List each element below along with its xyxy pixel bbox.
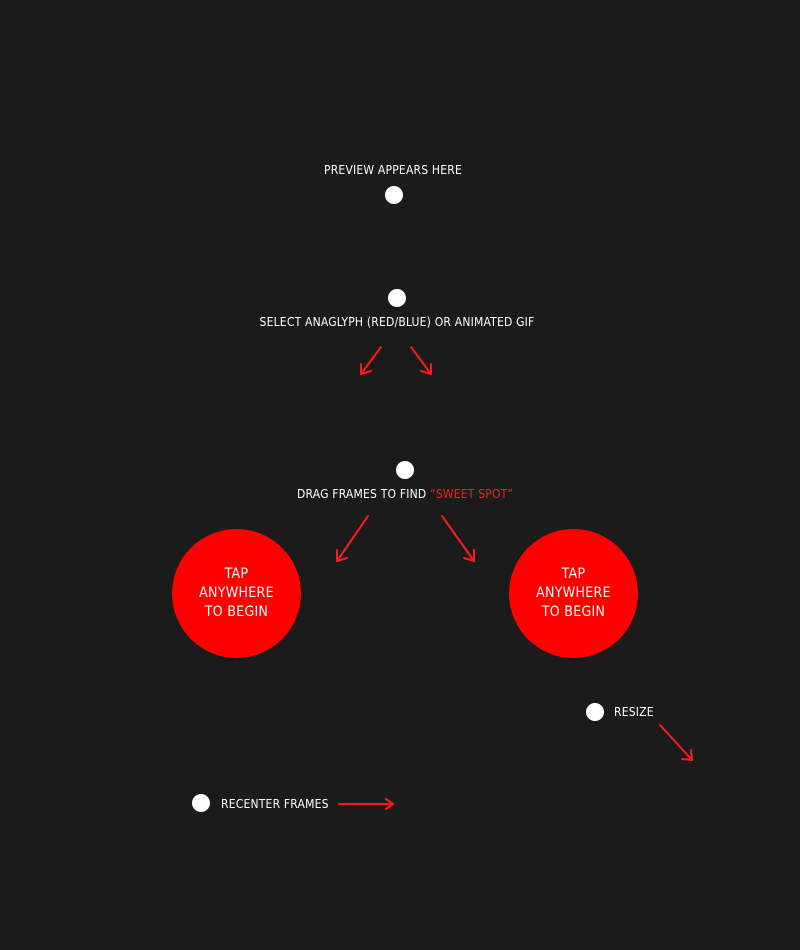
arrow-down-right-icon — [410, 346, 432, 375]
tap-line: TO BEGIN — [541, 604, 606, 620]
drag-frames-label: DRAG FRAMES TO FIND “SWEET SPOT” — [0, 487, 800, 501]
resize-indicator-dot — [586, 703, 604, 721]
arrow-down-left-icon — [336, 515, 369, 562]
right-frame-tap-target[interactable]: TAP ANYWHERE TO BEGIN — [509, 529, 638, 658]
arrow-down-right-icon — [441, 515, 475, 562]
preview-label: PREVIEW APPEARS HERE — [324, 163, 462, 177]
left-frame-tap-text: TAP ANYWHERE TO BEGIN — [199, 565, 274, 622]
drag-frames-indicator-dot — [396, 461, 414, 479]
arrow-right-icon — [338, 798, 394, 810]
tap-line: TAP — [224, 566, 249, 582]
tap-line: TAP — [561, 566, 586, 582]
left-frame-tap-target[interactable]: TAP ANYWHERE TO BEGIN — [172, 529, 301, 658]
arrow-down-left-icon — [360, 346, 382, 375]
mode-select-indicator-dot — [388, 289, 406, 307]
preview-indicator-dot — [385, 186, 403, 204]
tap-line: ANYWHERE — [536, 585, 611, 601]
drag-frames-label-text: DRAG FRAMES TO FIND — [296, 487, 431, 501]
recenter-frames-label: RECENTER FRAMES — [221, 797, 329, 811]
sweet-spot-text: “SWEET SPOT” — [430, 487, 513, 501]
tap-line: TO BEGIN — [204, 604, 269, 620]
right-frame-tap-text: TAP ANYWHERE TO BEGIN — [536, 565, 611, 622]
arrow-down-right-icon — [659, 724, 693, 761]
recenter-indicator-dot — [192, 794, 210, 812]
tap-line: ANYWHERE — [199, 585, 274, 601]
resize-label: RESIZE — [614, 705, 654, 719]
mode-select-label: SELECT ANAGLYPH (RED/BLUE) OR ANIMATED G… — [259, 315, 535, 329]
